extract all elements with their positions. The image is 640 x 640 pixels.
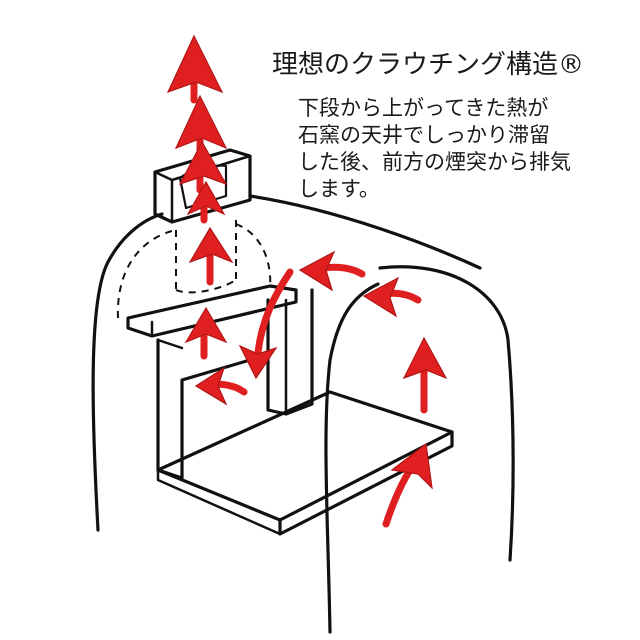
oven-dome-left-wall [93,214,162,530]
heat-arrow-front-bottom [386,444,432,524]
heat-arrow-front-mid [404,338,446,410]
description-line-3: した後、前方の煙突から排気 [298,146,571,176]
upper-chamber-outline [118,230,176,318]
description-line-2: 石窯の天井でしっかり滞留 [298,119,550,149]
oven-front-arch [326,284,378,632]
description-line-4: します。 [298,173,380,203]
heat-arrow-exhaust-top [168,36,222,100]
upper-chamber-dome [236,224,270,288]
heat-arrow-lower-rising [186,308,226,356]
heat-arrow-dome-front [364,278,418,316]
diagram-title: 理想のクラウチング構造® [272,44,584,81]
duct-bottom [176,280,236,292]
description-line-1: 下段から上がってきた熱が [298,92,548,122]
oven-dome-top-edge [250,196,480,268]
heat-arrow-dome-top [300,252,362,290]
heat-arrow-duct [188,182,224,220]
lower-firebox [158,340,250,478]
heat-arrow-upper-chamber [190,228,232,282]
